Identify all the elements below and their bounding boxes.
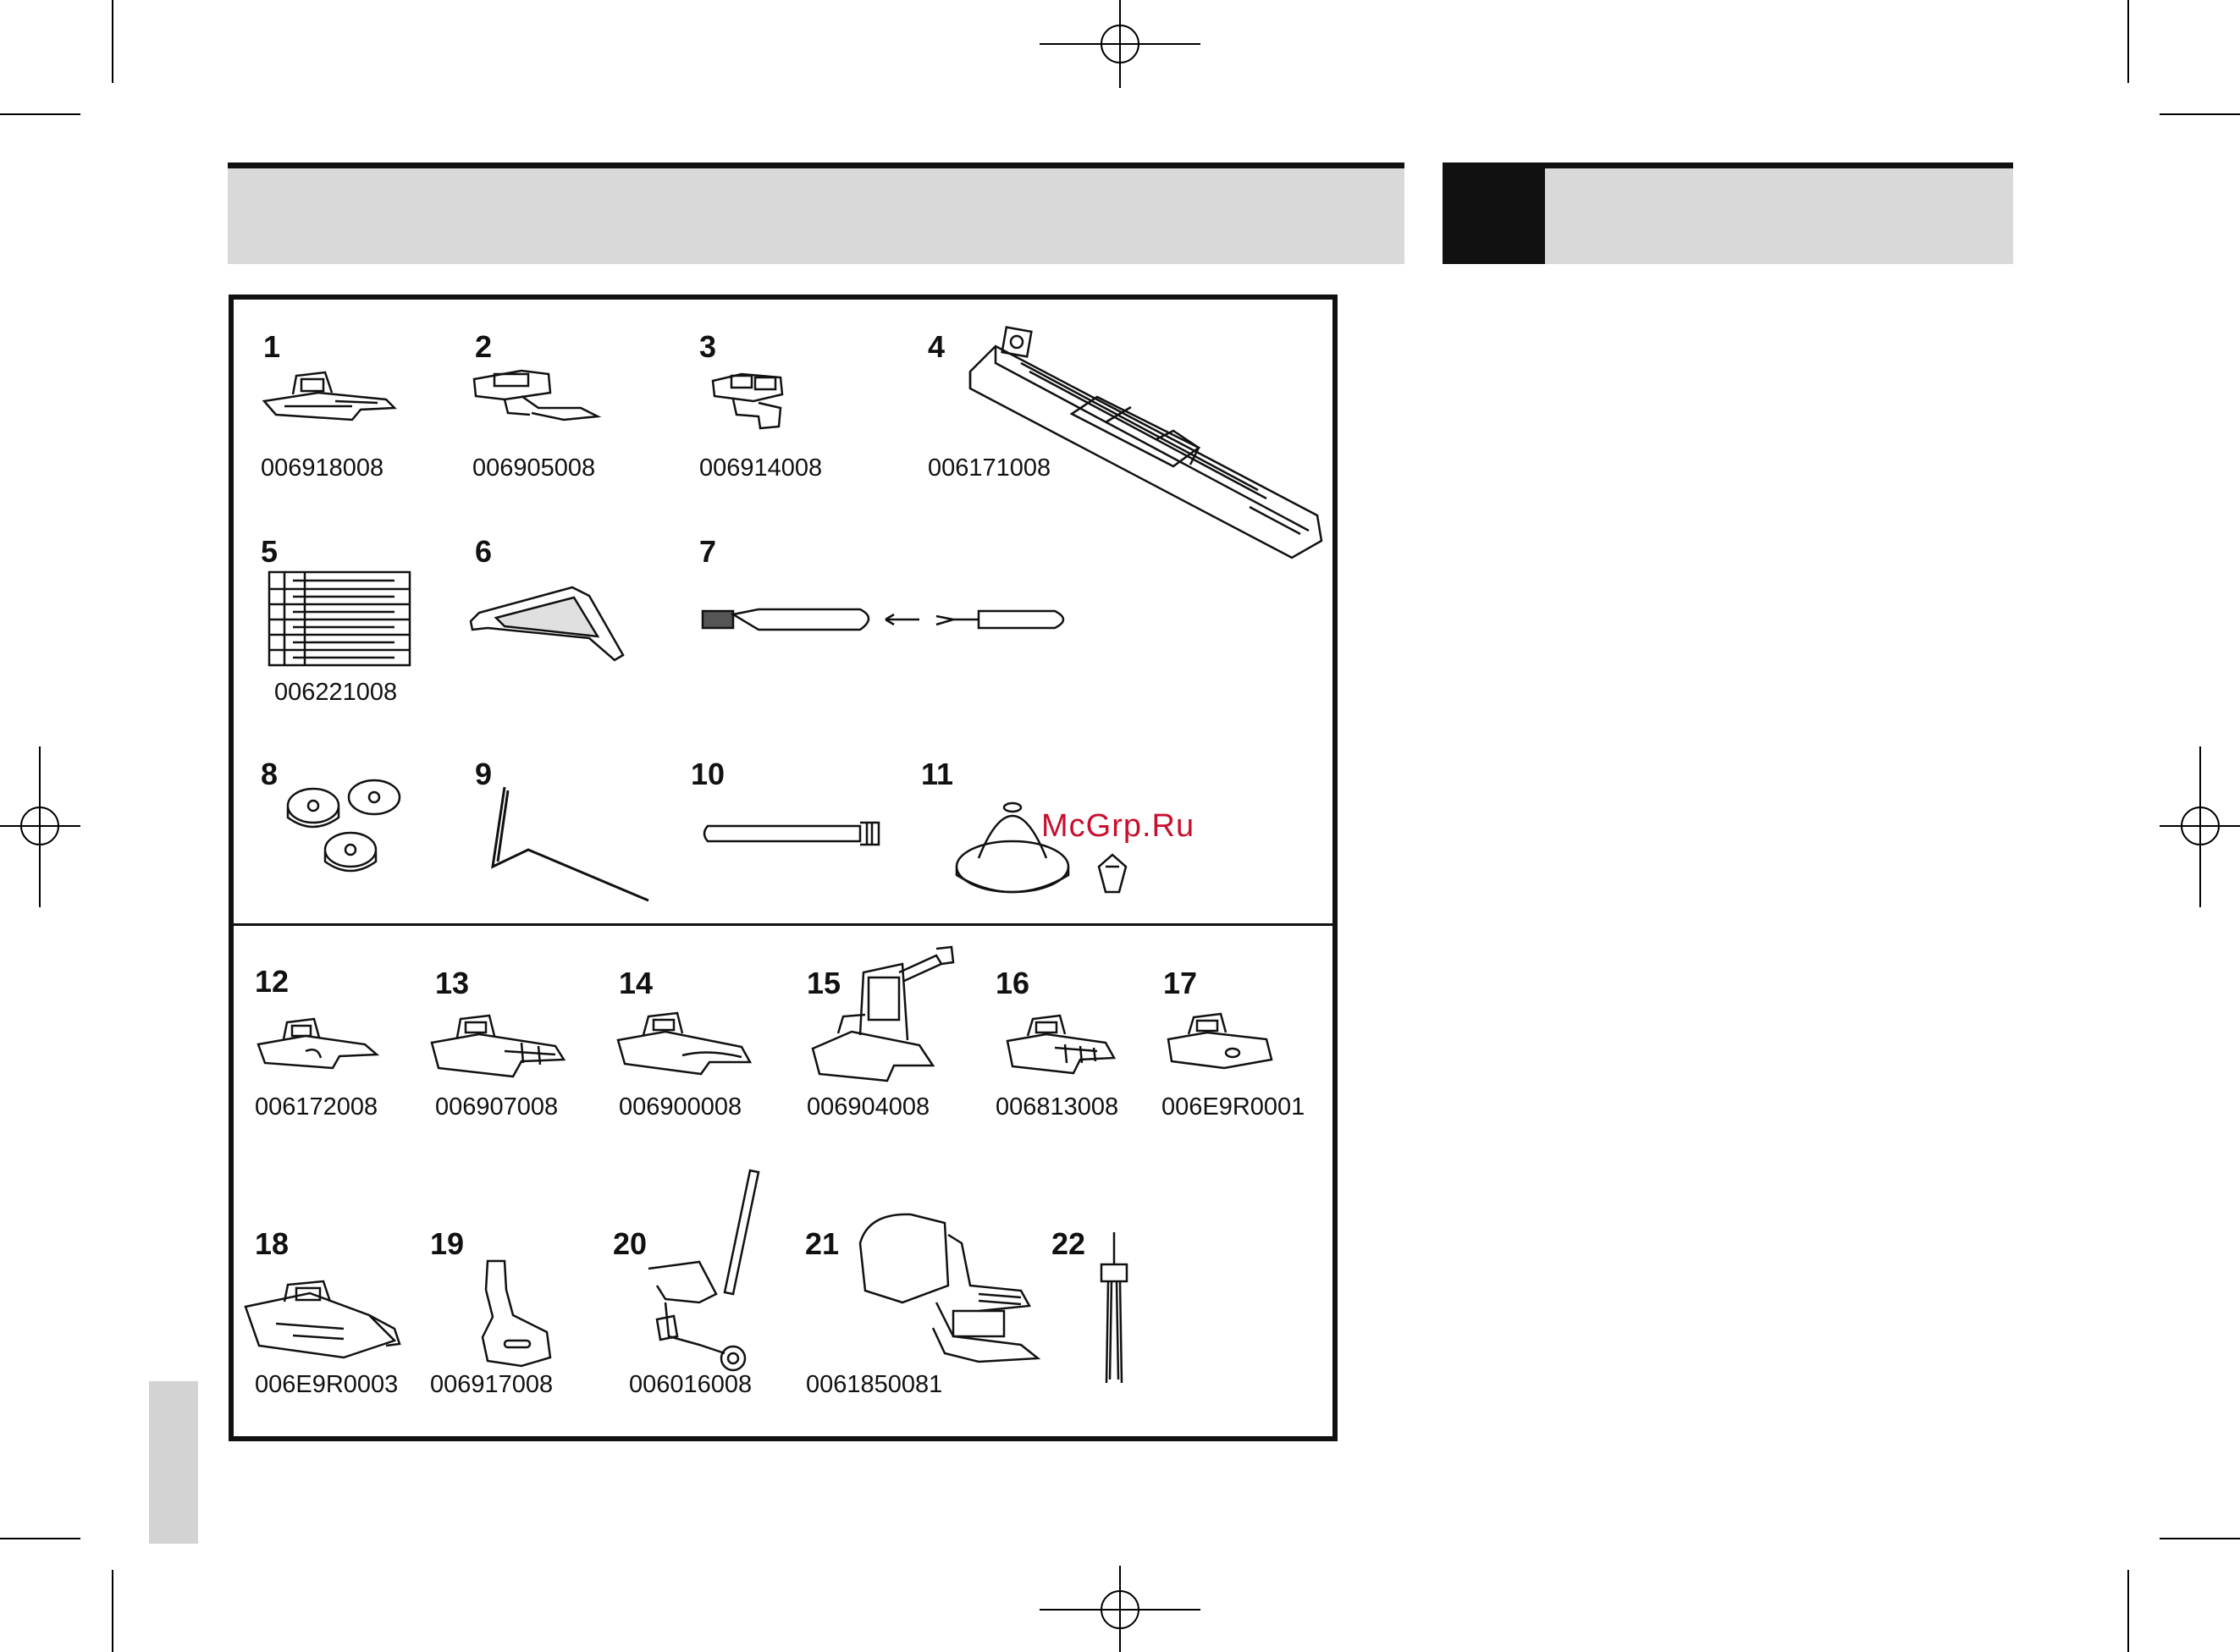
- item-number: 22: [1051, 1229, 1085, 1259]
- section-marker-block: [1443, 162, 1545, 264]
- zigzag-foot-icon: [259, 359, 403, 435]
- item-number: 5: [261, 537, 278, 567]
- part-number: 006016008: [629, 1373, 752, 1397]
- right-header-banner: [1443, 162, 2013, 264]
- blind-hem-foot-icon: [428, 1009, 572, 1093]
- part-number: 0061850081: [806, 1373, 942, 1397]
- brush-seam-ripper-icon: [699, 596, 1097, 647]
- item-number: 3: [699, 332, 716, 362]
- quilting-guide-icon: [488, 782, 657, 909]
- item-number: 10: [691, 759, 725, 790]
- item-number: 16: [996, 968, 1029, 999]
- rolled-hem-foot-icon: [615, 1006, 759, 1091]
- item-number: 2: [475, 332, 492, 362]
- side-tab: [149, 1381, 198, 1544]
- part-number: 006221008: [274, 680, 397, 705]
- satin-stitch-foot-icon: [708, 361, 818, 437]
- item-number: 17: [1163, 968, 1197, 999]
- item-number: 1: [263, 332, 280, 362]
- item-number: 11: [921, 759, 953, 790]
- left-header-banner: [228, 162, 1404, 264]
- cording-foot-icon: [1004, 1010, 1123, 1091]
- straight-stitch-foot-icon: [462, 1256, 564, 1374]
- darning-foot-icon: [632, 1167, 775, 1379]
- item-number: 19: [430, 1229, 464, 1259]
- part-number: 006914008: [699, 456, 822, 481]
- panel-divider: [234, 923, 1332, 926]
- buttonhole-foot-icon: [962, 312, 1334, 575]
- spool-pin-icon: [699, 816, 894, 850]
- part-number: 006171008: [928, 456, 1051, 481]
- part-number: 006905008: [472, 456, 595, 481]
- applique-foot-icon: [1165, 1009, 1283, 1089]
- overcasting-foot-icon: [809, 939, 962, 1091]
- part-number: 006E9R0001: [1161, 1095, 1305, 1120]
- item-number: 7: [699, 537, 716, 567]
- part-number: 006904008: [807, 1095, 930, 1120]
- item-number: 13: [435, 968, 469, 999]
- edge-guide-icon: [462, 562, 632, 664]
- part-number: 006813008: [996, 1095, 1118, 1120]
- part-number: 006907008: [435, 1095, 558, 1120]
- accessories-panel: 1 006918008 2 006905008 3: [229, 295, 1338, 1441]
- item-number: 14: [619, 968, 653, 999]
- item-number: 18: [255, 1229, 289, 1259]
- part-number: 006918008: [261, 456, 383, 481]
- zipper-foot-icon: [471, 359, 615, 435]
- item-number: 21: [805, 1229, 839, 1259]
- twin-needle-icon: [1093, 1231, 1135, 1391]
- bobbins-icon: [284, 774, 411, 892]
- part-number: 006172008: [255, 1095, 378, 1120]
- part-number: 006917008: [430, 1373, 553, 1397]
- walking-foot-icon: [852, 1209, 1055, 1370]
- presser-foot-icon: [255, 1010, 382, 1087]
- quarter-inch-foot-icon: [242, 1273, 403, 1374]
- needle-pack-icon: [268, 570, 411, 668]
- part-number: 006E9R0003: [255, 1373, 398, 1397]
- item-number: 8: [261, 759, 278, 790]
- item-number: 4: [928, 332, 945, 362]
- watermark: McGrp.Ru: [1041, 808, 1194, 845]
- part-number: 006900008: [619, 1095, 742, 1120]
- item-number: 12: [255, 966, 289, 997]
